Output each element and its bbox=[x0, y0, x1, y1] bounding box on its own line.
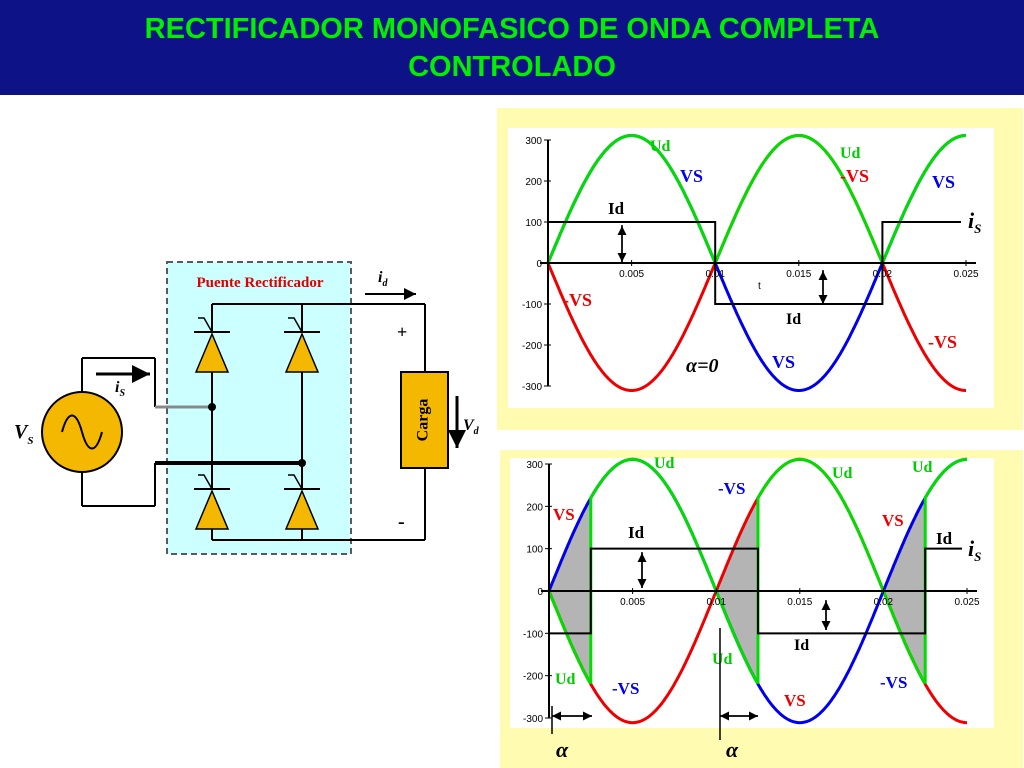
y-tick-label: -200 bbox=[522, 341, 542, 352]
ann-2-ud-d: Ud bbox=[555, 671, 576, 688]
ann-2-ud-c: Ud bbox=[912, 459, 933, 476]
y-tick-label: -300 bbox=[522, 382, 542, 393]
ann-2-neg-vs-a: -VS bbox=[718, 479, 745, 498]
x-tick-label: 0.02 bbox=[873, 269, 893, 280]
ann-1-neg-vs-b: -VS bbox=[563, 290, 592, 310]
alpha-mark-1: α bbox=[556, 737, 569, 762]
ann-2-is: iS bbox=[968, 536, 981, 564]
title-line-2: CONTROLADO bbox=[408, 51, 616, 83]
plot-2-marks bbox=[541, 457, 977, 725]
plot-1-area bbox=[508, 128, 994, 408]
ann-2-vs-b: VS bbox=[882, 511, 904, 530]
is-label: iS bbox=[115, 379, 125, 399]
node-top bbox=[208, 403, 216, 411]
plus-sign: + bbox=[397, 322, 407, 342]
ann-1-neg-vs-c: -VS bbox=[928, 332, 957, 352]
plot-alpha-45: 0.005 0.01 0.015 0.02 0.025 300 200 100 0 -100 -20… bbox=[500, 450, 1023, 768]
title-bar bbox=[0, 0, 1024, 95]
thyristor-2 bbox=[284, 317, 320, 373]
title-line-1: RECTIFICADOR MONOFASICO DE ONDA COMPLETA bbox=[144, 13, 880, 45]
y-tick-label: 300 bbox=[526, 460, 543, 471]
ann-1-id-b: Id bbox=[786, 311, 801, 328]
y-tick-label: -100 bbox=[522, 300, 542, 311]
source-label: VS bbox=[14, 421, 33, 447]
x-tick-label: 0.015 bbox=[786, 269, 811, 280]
x-tick-label: 0.005 bbox=[620, 597, 645, 608]
ann-2-id-b: Id bbox=[794, 637, 809, 654]
plot-2-ticks: 0.005 0.01 0.015 0.02 0.025 300 200 100 0 -100 -20… bbox=[523, 460, 980, 725]
vd-label: Vd bbox=[463, 417, 480, 437]
x-tick-label: 0.01 bbox=[706, 597, 726, 608]
bridge-wiring bbox=[81, 303, 426, 541]
minus-sign: - bbox=[398, 511, 405, 533]
thyristor-1 bbox=[194, 317, 230, 373]
alpha-0-label: α=0 bbox=[686, 355, 718, 377]
series-ud-1 bbox=[546, 134, 966, 264]
rectifier-circuit: Puente Rectificador bbox=[14, 261, 480, 555]
ann-2-neg-vs-c: -VS bbox=[880, 673, 907, 692]
ann-1-id-a: Id bbox=[608, 199, 625, 218]
ann-1-neg-vs-a: -VS bbox=[840, 166, 869, 186]
plot-alpha-0: 0.005 0.01 0.015 0.02 0.025 300 200 100 0 -100 -20… bbox=[497, 108, 1023, 430]
y-tick-label: -100 bbox=[523, 629, 543, 640]
ann-2-ud-a: Ud bbox=[654, 455, 675, 472]
x-tick-label: 0.015 bbox=[787, 597, 812, 608]
y-tick-label: -200 bbox=[523, 672, 543, 683]
ann-2-id-c: Id bbox=[936, 529, 953, 548]
y-tick-label: -300 bbox=[523, 714, 543, 725]
y-tick-label: 200 bbox=[525, 177, 542, 188]
ann-1-vs-a: VS bbox=[680, 166, 703, 186]
x-tick-label: 0.025 bbox=[954, 597, 979, 608]
ann-2-ud-e: Ud bbox=[712, 651, 733, 668]
plot-1-ticks: 0.005 0.01 0.015 0.02 0.025 300 200 100 0 -100 -20… bbox=[522, 136, 979, 393]
ac-source bbox=[41, 391, 123, 473]
y-tick-label: 100 bbox=[525, 218, 542, 229]
thyristor-3 bbox=[194, 474, 230, 530]
x-tick-label: 0.025 bbox=[953, 269, 978, 280]
ann-2-vs-a: VS bbox=[553, 505, 575, 524]
thyristor-4 bbox=[284, 474, 320, 530]
y-tick-label: 300 bbox=[525, 136, 542, 147]
page-title: RECTIFICADOR MONOFASICO DE ONDA COMPLETA… bbox=[0, 10, 1024, 86]
ann-2-ud-b: Ud bbox=[832, 465, 853, 482]
x-tick-label: 0.005 bbox=[619, 269, 644, 280]
ann-1-t: t bbox=[758, 281, 761, 292]
y-tick-label: 100 bbox=[526, 545, 543, 556]
ann-2-vs-c: VS bbox=[784, 691, 806, 710]
ann-1-is: iS bbox=[968, 208, 981, 236]
ann-2-neg-vs-b: -VS bbox=[612, 679, 639, 698]
node-bottom bbox=[298, 459, 306, 467]
y-tick-label: 0 bbox=[536, 259, 542, 270]
ann-1-ud-b: Ud bbox=[840, 145, 861, 162]
ann-1-vs-b: VS bbox=[932, 172, 955, 192]
y-tick-label: 200 bbox=[526, 502, 543, 513]
alpha-mark-2: α bbox=[726, 737, 739, 762]
bridge-label: Puente Rectificador bbox=[196, 275, 323, 291]
y-tick-label: 0 bbox=[537, 587, 543, 598]
load-label: Carga bbox=[415, 399, 432, 442]
x-tick-label: 0.01 bbox=[705, 269, 725, 280]
load-box bbox=[400, 371, 449, 469]
ann-2-id-a: Id bbox=[628, 523, 645, 542]
id-label: id bbox=[378, 269, 388, 289]
ann-1-vs-c: VS bbox=[772, 352, 795, 372]
ann-1-ud-a: Ud bbox=[650, 138, 671, 155]
series-is-1 bbox=[548, 221, 961, 305]
x-tick-label: 0.02 bbox=[874, 597, 894, 608]
